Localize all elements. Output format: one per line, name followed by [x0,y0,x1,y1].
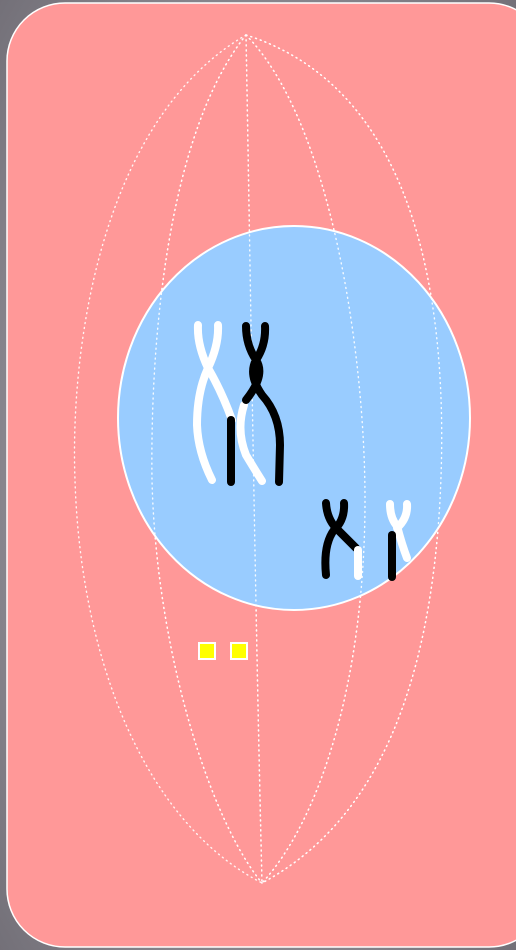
centriole-left [199,643,215,659]
centriole-right [231,643,247,659]
nucleus [118,226,470,610]
